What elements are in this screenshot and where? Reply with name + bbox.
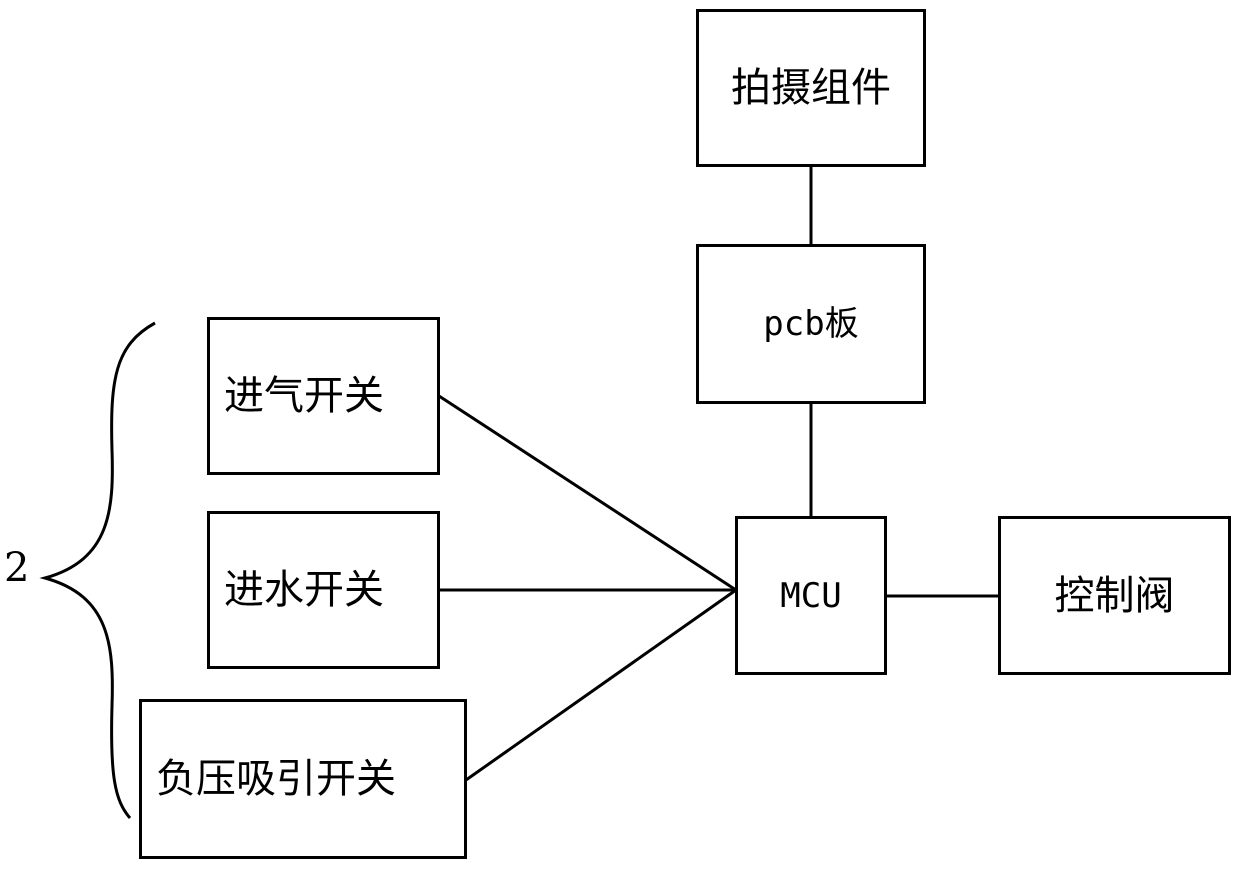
line-gas-mcu xyxy=(439,396,736,590)
gas-switch-label: 进气开关 xyxy=(224,376,384,416)
mcu-box: MCU xyxy=(735,516,887,675)
camera-label: 拍摄组件 xyxy=(731,68,891,108)
valve-box: 控制阀 xyxy=(998,516,1231,675)
line-suction-mcu xyxy=(466,590,736,780)
water-switch-label: 进水开关 xyxy=(224,570,384,610)
gas-switch-box: 进气开关 xyxy=(207,317,440,475)
water-switch-box: 进水开关 xyxy=(207,511,440,669)
suction-switch-label: 负压吸引开关 xyxy=(156,759,396,799)
mcu-label: MCU xyxy=(780,579,841,613)
group-number-label: 2 xyxy=(4,548,29,588)
valve-label: 控制阀 xyxy=(1055,576,1175,616)
camera-box: 拍摄组件 xyxy=(696,9,926,167)
suction-switch-box: 负压吸引开关 xyxy=(139,699,467,859)
pcb-label: pcb板 xyxy=(763,307,858,341)
pcb-box: pcb板 xyxy=(696,244,926,404)
